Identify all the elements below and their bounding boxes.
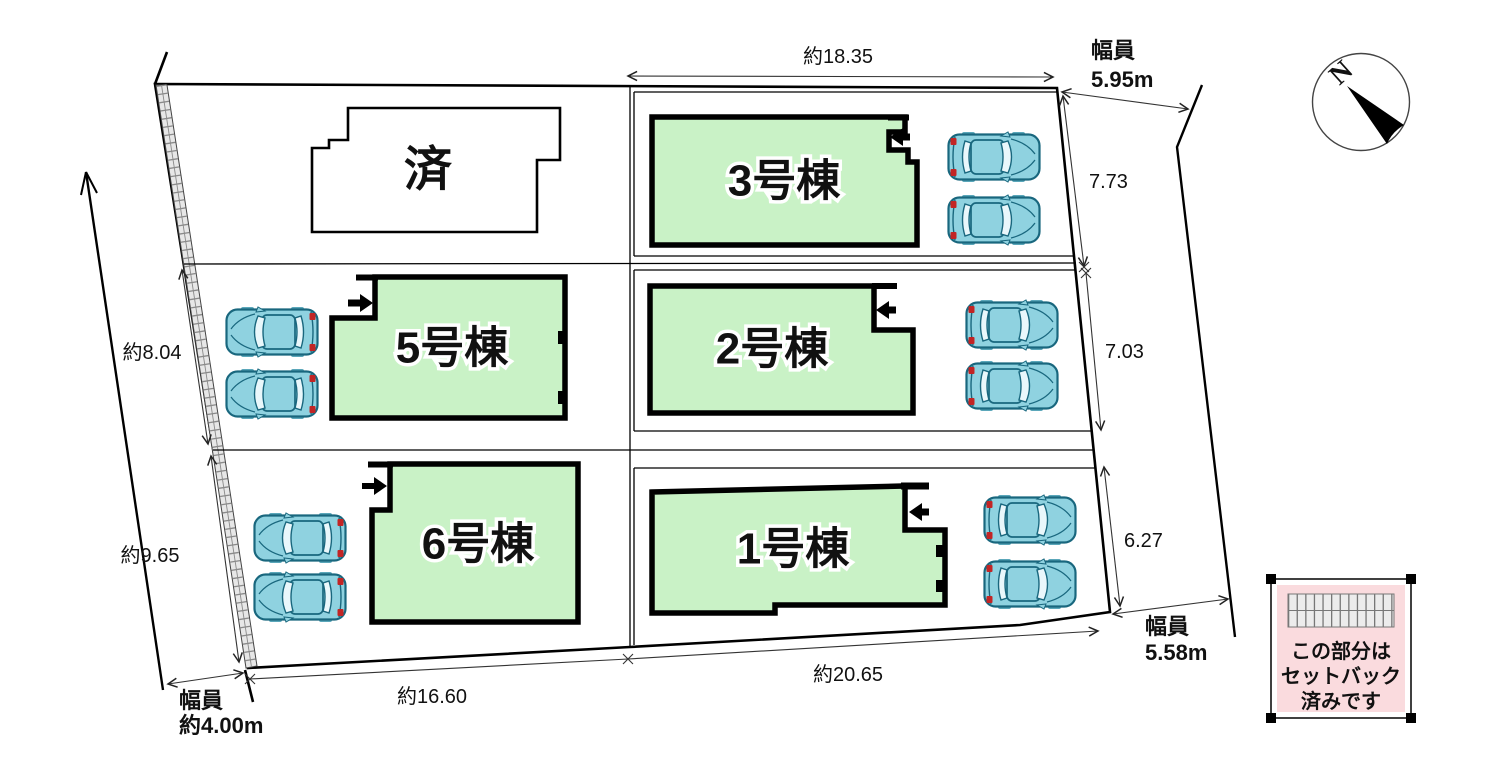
building-6: 6号棟 bbox=[362, 461, 581, 625]
road-width-top-right: 幅員 5.95m bbox=[1091, 38, 1153, 92]
entrance-arrow-icon bbox=[348, 294, 373, 312]
building-3-label: 3号棟 bbox=[728, 157, 841, 206]
dim-right-upper: 7.73 bbox=[1089, 171, 1128, 193]
wall-tab bbox=[936, 580, 946, 592]
road-direction-arrow bbox=[80, 171, 98, 196]
building-3: 3号棟 bbox=[649, 114, 920, 248]
wall-tab bbox=[558, 391, 567, 404]
entrance-arrow-icon bbox=[362, 477, 387, 495]
boundary-stub-top-left bbox=[153, 51, 169, 85]
building-2-label: 2号棟 bbox=[716, 325, 829, 374]
building-1-label: 1号棟 bbox=[737, 525, 850, 574]
compass: N bbox=[1311, 52, 1411, 152]
wall-tab bbox=[936, 545, 946, 557]
building-5: 5号棟 bbox=[329, 274, 568, 421]
car-icon bbox=[225, 367, 319, 421]
dim-bottom-left: 約16.60 bbox=[397, 685, 467, 708]
building-2: 2号棟 bbox=[647, 283, 916, 416]
compass-circle bbox=[1311, 52, 1411, 152]
road-width-label: 幅員 bbox=[1091, 38, 1135, 63]
road-width-label: 幅員 bbox=[179, 688, 223, 713]
entrance-arrow-icon bbox=[890, 128, 910, 146]
car-icon bbox=[947, 130, 1041, 184]
legend-corner-mark bbox=[1406, 574, 1416, 584]
road-edges bbox=[80, 84, 1237, 691]
building-sold: 済 bbox=[310, 106, 562, 234]
compass-north-label: N bbox=[1323, 55, 1359, 92]
wall-tab bbox=[558, 331, 567, 344]
road-width-bottom-right: 幅員 5.58m bbox=[1145, 614, 1207, 665]
car-icon bbox=[983, 557, 1077, 611]
legend-line-3: 済みです bbox=[1301, 689, 1381, 713]
legend-line-2: セットバック bbox=[1281, 665, 1401, 688]
entrance-arrow-icon bbox=[876, 301, 896, 319]
legend-corner-mark bbox=[1266, 713, 1276, 723]
car-icon bbox=[965, 298, 1059, 352]
dim-left-lower: 約9.65 bbox=[121, 544, 180, 567]
entrance-arrow-icon bbox=[909, 503, 929, 521]
legend-line-1: この部分は bbox=[1291, 639, 1391, 663]
dim-right-middle: 7.03 bbox=[1105, 341, 1144, 363]
road-width-value: 5.95m bbox=[1091, 67, 1153, 92]
car-icon bbox=[253, 570, 347, 624]
lot-divider-lines bbox=[183, 87, 1095, 646]
legend-hatch-sample bbox=[1287, 593, 1395, 628]
dim-bottom-right: 約20.65 bbox=[813, 663, 883, 686]
dim-top: 約18.35 bbox=[803, 45, 873, 68]
car-icon bbox=[253, 511, 347, 565]
legend-corner-mark bbox=[1406, 713, 1416, 723]
building-1: 1号棟 bbox=[649, 482, 948, 616]
road-width-value: 約4.00m bbox=[179, 713, 263, 738]
road-width-bottom-left: 幅員 約4.00m bbox=[179, 688, 263, 738]
dimension-lines bbox=[166, 70, 1230, 688]
building-sold-label: 済 bbox=[404, 144, 453, 197]
car-icon bbox=[947, 193, 1041, 247]
road-width-value: 5.58m bbox=[1145, 640, 1207, 665]
car-icon bbox=[225, 305, 319, 359]
road-width-label: 幅員 bbox=[1145, 614, 1189, 639]
car-icon bbox=[965, 359, 1059, 413]
dim-right-lower: 6.27 bbox=[1124, 530, 1163, 552]
setback-legend: この部分は セットバック 済みです bbox=[1266, 574, 1416, 723]
building-6-label: 6号棟 bbox=[422, 520, 535, 569]
dim-left-upper: 約8.04 bbox=[123, 341, 182, 364]
legend-corner-mark bbox=[1266, 574, 1276, 584]
building-5-label: 5号棟 bbox=[396, 324, 509, 373]
car-icon bbox=[983, 493, 1077, 547]
compass-needle-icon bbox=[1347, 86, 1404, 144]
